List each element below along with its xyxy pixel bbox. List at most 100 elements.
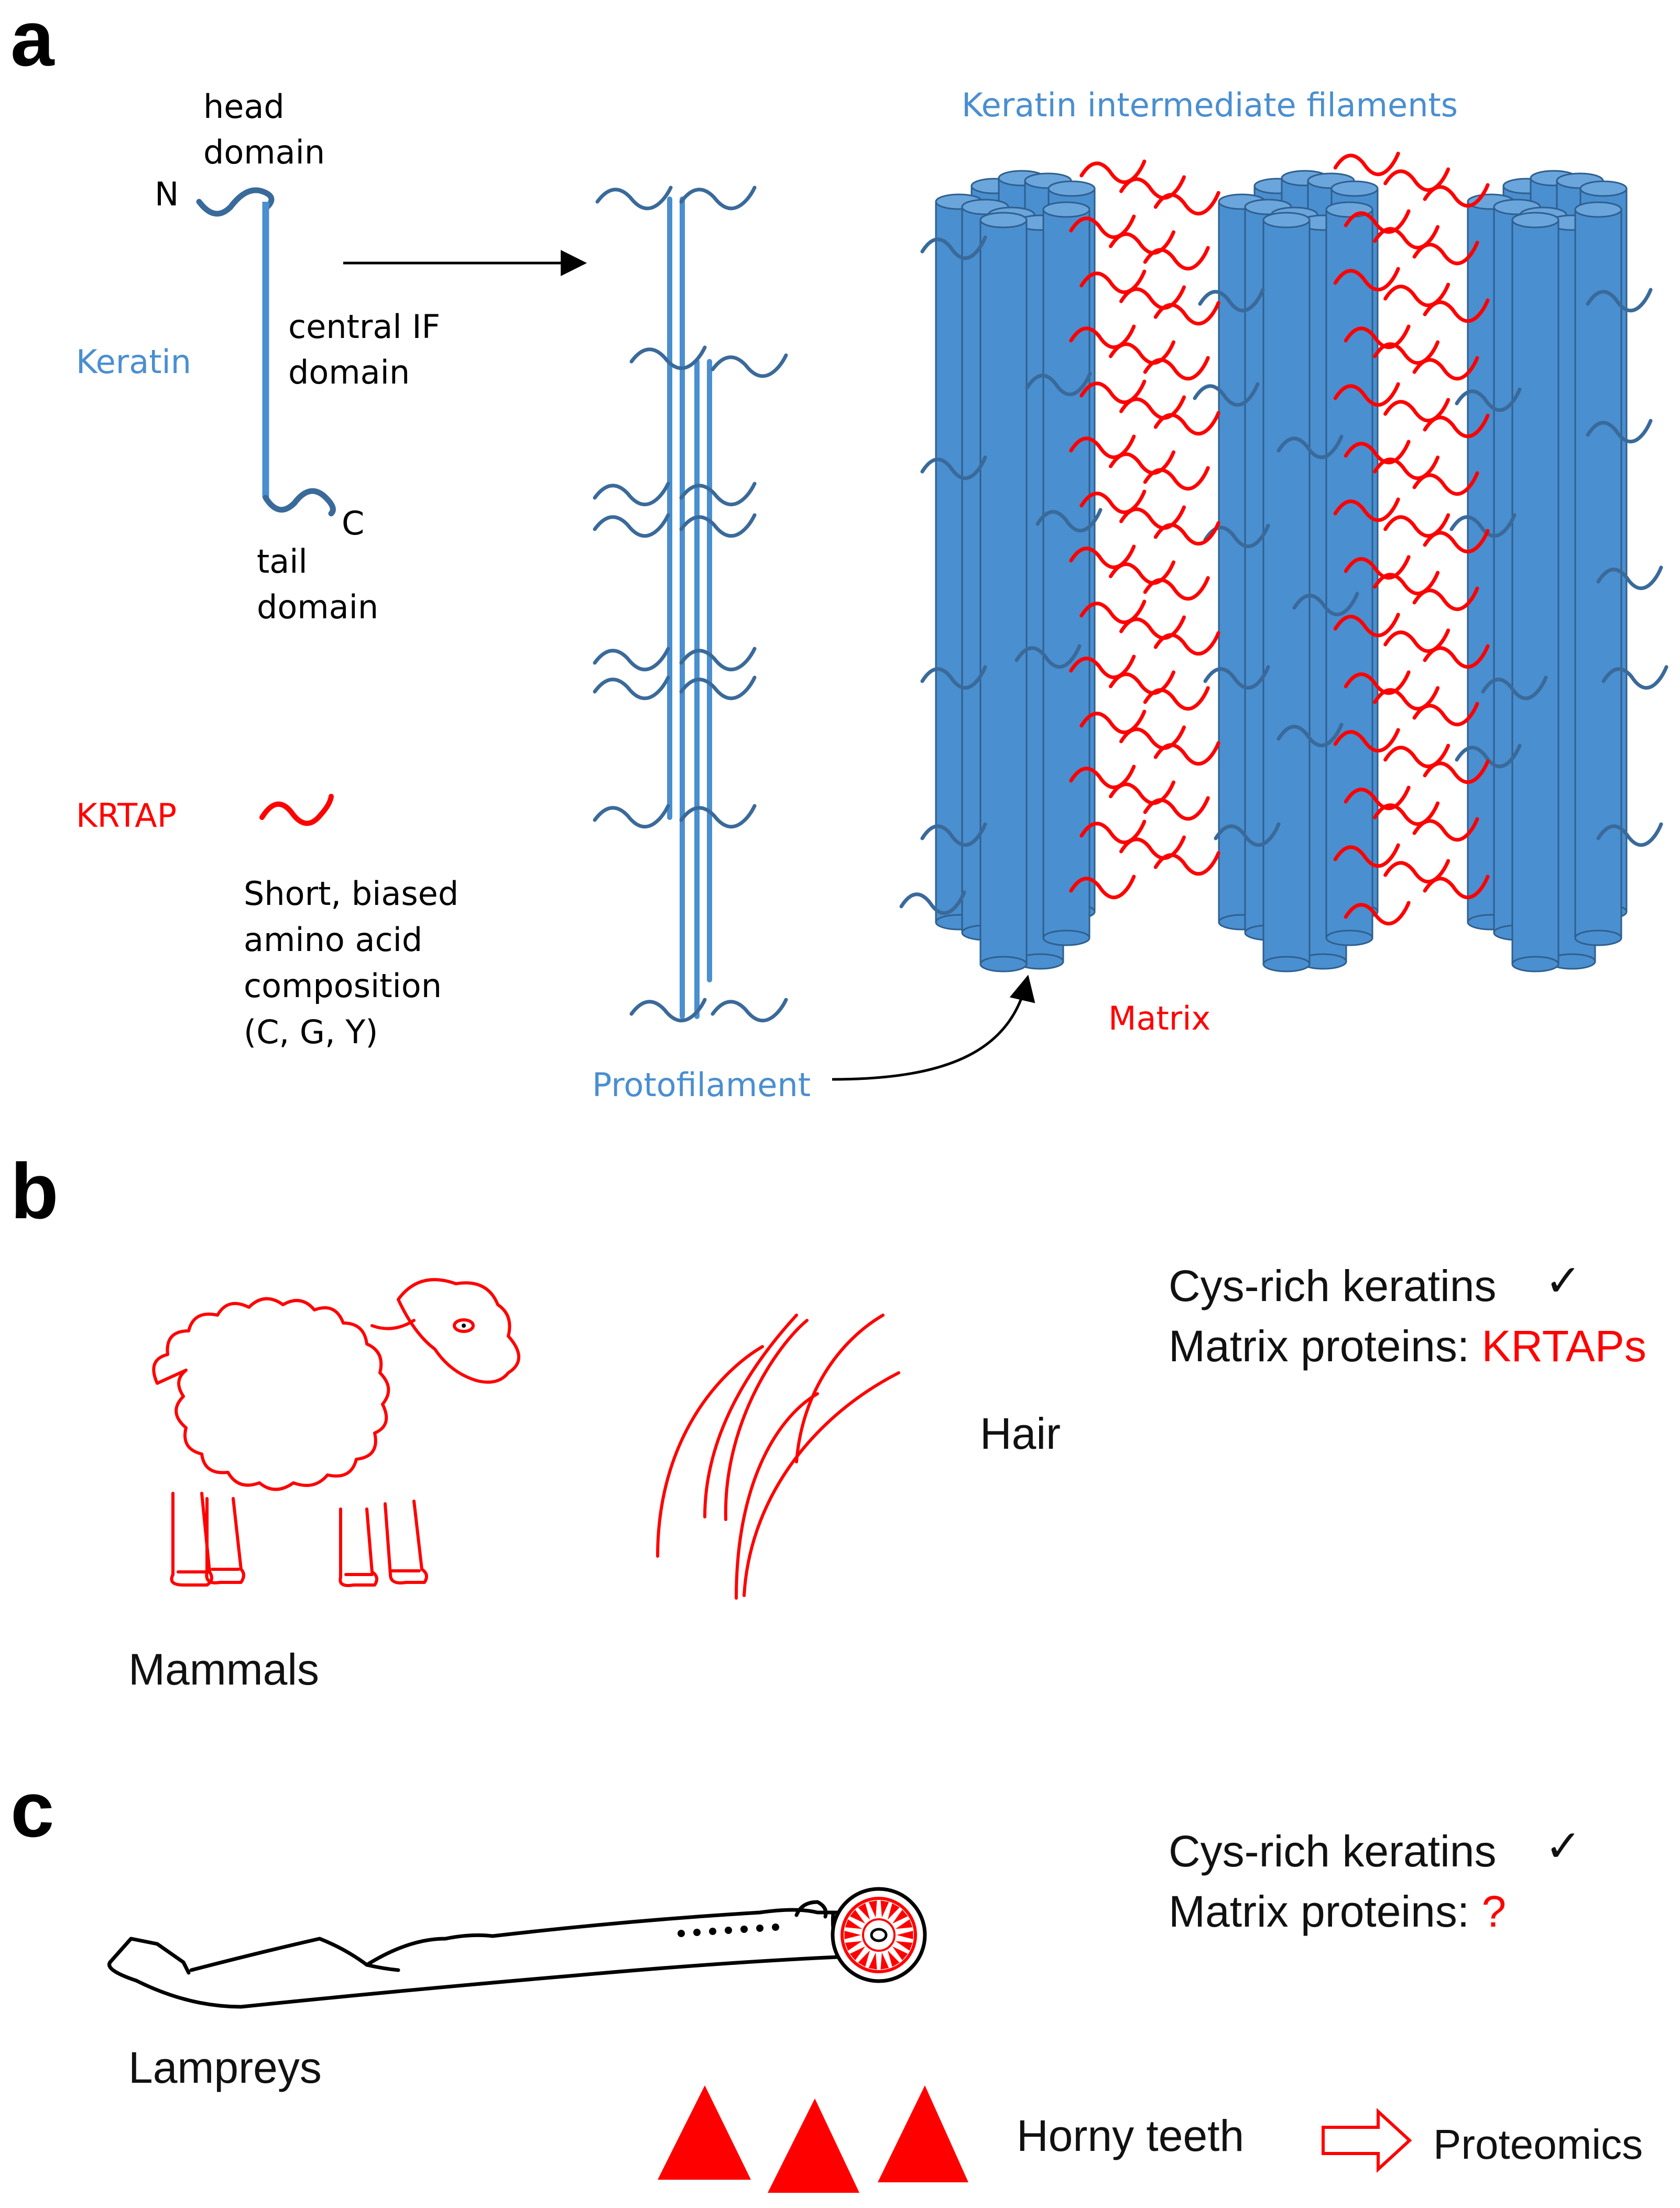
keratin-tail-wave	[1601, 665, 1668, 690]
keratin-tail-wave	[1449, 513, 1517, 538]
disc-tooth	[888, 1903, 900, 1920]
krtap-matrix-wave	[1412, 471, 1479, 496]
krtap-matrix-wave	[1383, 744, 1450, 769]
keratin-tail-wave	[1203, 523, 1270, 549]
b-matrix-prefix: Matrix proteins:	[1169, 1321, 1482, 1371]
keratin-tail-wave	[1014, 644, 1082, 669]
krtap-matrix-wave	[1153, 191, 1220, 216]
c-terminus-label: C	[342, 504, 364, 542]
keratin-tail-wave	[1025, 371, 1092, 397]
gill-pore	[756, 1925, 763, 1932]
protofilament-wave	[629, 998, 707, 1023]
proteomics-label: Proteomics	[1433, 2121, 1643, 2168]
horny-tooth-1	[658, 2085, 751, 2180]
gill-pore	[693, 1929, 701, 1936]
krtap-matrix-wave	[1383, 398, 1450, 423]
krtap-matrix-wave	[1373, 455, 1440, 480]
keratin-tail-wave	[899, 890, 966, 915]
keratin-label: Keratin	[76, 343, 191, 381]
disc-tooth	[895, 1919, 913, 1929]
krtap-matrix-wave	[1153, 301, 1220, 326]
disc-tooth	[895, 1941, 913, 1951]
protofilament-wave	[629, 345, 707, 370]
protofilament-wave	[679, 804, 757, 829]
krtap-matrix-wave	[1069, 875, 1136, 900]
krtap-matrix-wave	[1079, 819, 1147, 845]
protofilament-wave	[593, 675, 670, 701]
keratin-tail-wave	[1193, 382, 1260, 407]
krtap-matrix-wave	[1079, 379, 1147, 405]
krtap-label: KRTAP	[76, 796, 177, 835]
disc-tooth	[880, 1900, 889, 1918]
keratin-tail-wave	[920, 235, 987, 260]
krtap-matrix-wave	[1079, 709, 1147, 735]
krtap-matrix-wave	[1412, 702, 1479, 727]
mammals-label: Mammals	[128, 1645, 319, 1694]
c-cys-rich-label: Cys-rich keratins	[1169, 1827, 1496, 1876]
krtap-matrix-wave	[1069, 434, 1136, 460]
protofilament-arrow	[832, 975, 1035, 1081]
gill-pore	[772, 1923, 779, 1931]
c-matrix-value: ?	[1482, 1887, 1507, 1936]
krtap-matrix-wave	[1069, 654, 1136, 680]
krtap-matrix-wave	[1412, 586, 1479, 611]
horny-teeth-label: Horny teeth	[1017, 2111, 1244, 2160]
disc-tooth	[845, 1919, 863, 1929]
sheep-drawing	[152, 1278, 520, 1587]
b-matrix-value: KRTAPs	[1482, 1321, 1646, 1371]
filament-cylinder	[1511, 212, 1559, 972]
krtap-matrix-wave	[1079, 599, 1147, 625]
krtap-desc-3: composition	[244, 967, 442, 1005]
krtap-desc-4: (C, G, Y)	[244, 1013, 378, 1051]
disc-tooth	[849, 1946, 865, 1961]
krtap-matrix-wave	[1153, 631, 1220, 656]
horny-tooth-3	[878, 2085, 968, 2182]
krtap-matrix-wave	[1373, 340, 1440, 365]
krtap-desc-2: amino acid	[244, 921, 422, 959]
lampreys-label: Lampreys	[128, 2043, 322, 2092]
disc-tooth	[868, 1900, 877, 1918]
krtap-matrix-wave	[1344, 785, 1411, 811]
disc-tooth	[892, 1946, 908, 1961]
matrix-label: Matrix	[1108, 999, 1210, 1037]
krtap-matrix-wave	[1143, 576, 1210, 601]
disc-tooth	[888, 1950, 900, 1967]
head-domain-label-1: head	[203, 88, 285, 126]
krtap-matrix-wave	[1383, 282, 1450, 308]
krtap-desc-1: Short, biased	[244, 875, 459, 913]
keratin-tail-wave	[1596, 822, 1663, 847]
krtap-matrix-wave	[1333, 267, 1400, 292]
krtap-matrix-wave	[1333, 151, 1400, 177]
protofilament-wave	[711, 353, 788, 378]
hollow-arrow-icon	[1322, 2108, 1412, 2173]
krtap-matrix-wave	[1423, 875, 1490, 900]
oral-disc-drawing	[831, 1887, 927, 1983]
krtap-matrix-wave	[1143, 466, 1210, 491]
keratin-tail-wave	[920, 822, 987, 847]
krtap-matrix-wave	[1143, 246, 1210, 271]
krtap-matrix-wave	[1079, 159, 1147, 184]
krtap-matrix-wave	[1344, 670, 1411, 695]
keratin-tail-wave	[1481, 675, 1548, 701]
b-matrix-proteins-line: Matrix proteins: KRTAPs	[1169, 1321, 1646, 1371]
protofilament-wave	[595, 185, 673, 211]
krtap-matrix-wave	[1344, 324, 1411, 349]
krtap-matrix-wave	[1069, 214, 1136, 239]
krtap-matrix-wave	[1069, 544, 1136, 570]
c-matrix-proteins-line: Matrix proteins: ?	[1169, 1887, 1506, 1936]
protofilament-wave	[679, 647, 757, 672]
disc-tooth	[858, 1950, 870, 1967]
keratin-tail-wave	[1586, 288, 1653, 313]
krtap-matrix-wave	[1143, 356, 1210, 381]
protofilament-wave	[593, 482, 670, 507]
filament-cylinder	[979, 212, 1028, 972]
keratin-tail-wave	[1277, 434, 1344, 460]
c-check-icon: ✓	[1545, 1821, 1581, 1871]
krtap-matrix-wave	[1333, 497, 1400, 522]
krtap-matrix-wave	[1153, 411, 1220, 436]
krtap-matrix-wave	[1333, 728, 1400, 753]
krtap-matrix-wave	[1069, 764, 1136, 790]
krtap-wave-icon	[259, 794, 334, 826]
krtap-matrix-wave	[1383, 628, 1450, 653]
